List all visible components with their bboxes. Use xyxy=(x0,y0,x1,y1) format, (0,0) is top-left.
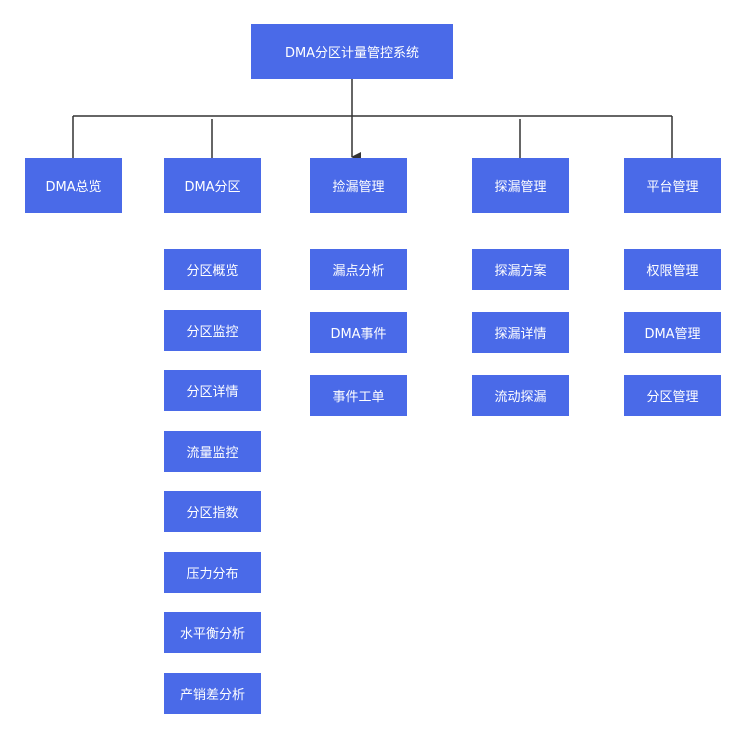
child-node: DMA事件 xyxy=(310,312,407,353)
category-probe-management: 探漏管理 xyxy=(472,158,569,213)
child-node: DMA管理 xyxy=(624,312,721,353)
child-node: 流量监控 xyxy=(164,431,261,472)
child-node: 分区管理 xyxy=(624,375,721,416)
category-platform-management: 平台管理 xyxy=(624,158,721,213)
category-leak-management: 捡漏管理 xyxy=(310,158,407,213)
child-node: 分区概览 xyxy=(164,249,261,290)
child-node: 分区指数 xyxy=(164,491,261,532)
category-dma-overview: DMA总览 xyxy=(25,158,122,213)
child-node: 探漏方案 xyxy=(472,249,569,290)
child-node: 分区详情 xyxy=(164,370,261,411)
child-node: 漏点分析 xyxy=(310,249,407,290)
root-node: DMA分区计量管控系统 xyxy=(251,24,453,79)
child-node: 探漏详情 xyxy=(472,312,569,353)
child-node: 分区监控 xyxy=(164,310,261,351)
child-node: 水平衡分析 xyxy=(164,612,261,653)
child-node: 权限管理 xyxy=(624,249,721,290)
category-dma-partition: DMA分区 xyxy=(164,158,261,213)
child-node: 产销差分析 xyxy=(164,673,261,714)
child-node: 流动探漏 xyxy=(472,375,569,416)
child-node: 压力分布 xyxy=(164,552,261,593)
child-node: 事件工单 xyxy=(310,375,407,416)
